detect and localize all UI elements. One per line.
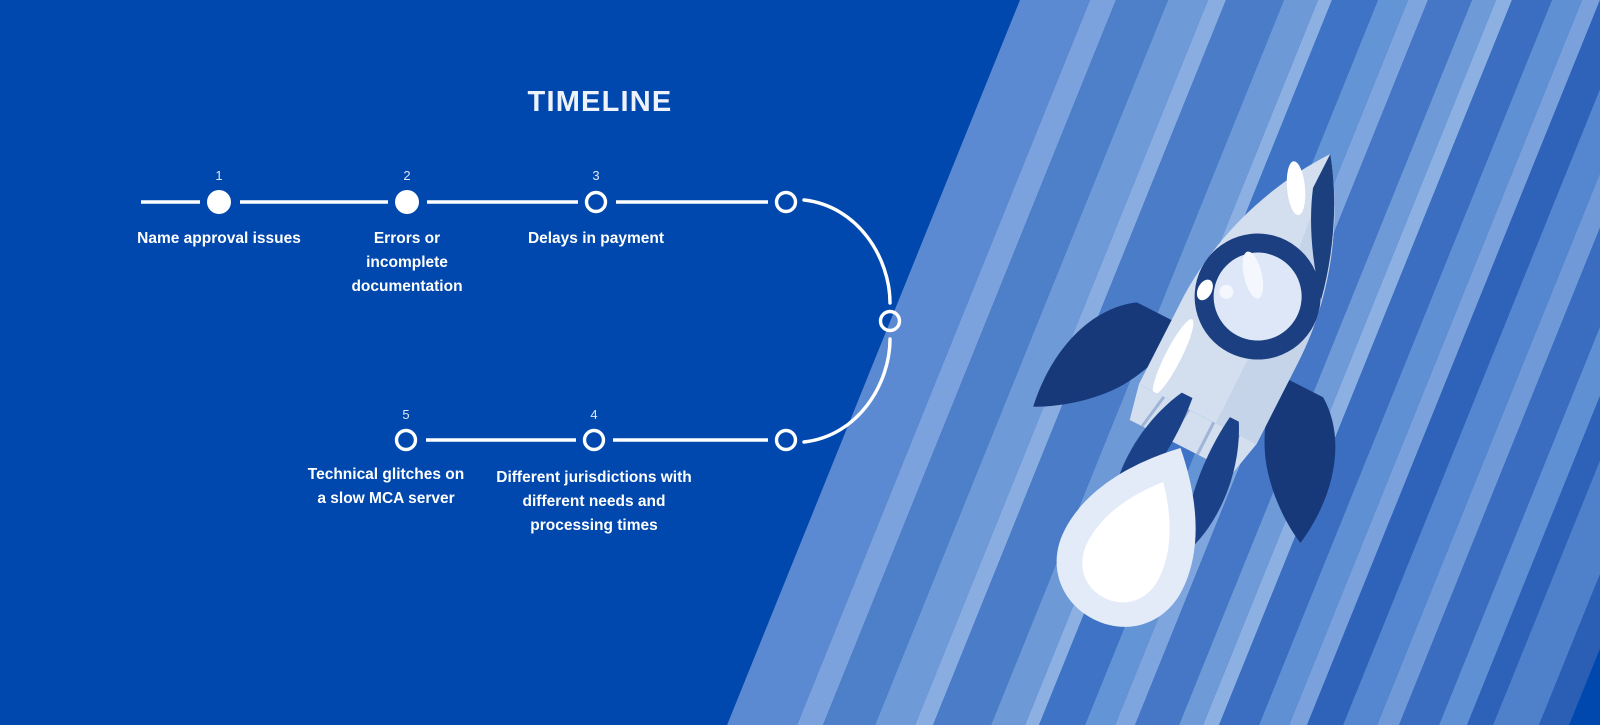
- timeline-node-number-1: 1: [215, 168, 223, 183]
- timeline-curve-top: [802, 198, 892, 305]
- timeline-node-number-4: 4: [590, 407, 598, 422]
- timeline-label-5: Technical glitches on a slow MCA server: [307, 466, 465, 508]
- timeline-node-number-3: 3: [592, 168, 600, 183]
- timeline-node-number-5: 5: [402, 407, 410, 422]
- timeline-label-1: Name approval issues: [137, 230, 301, 247]
- timeline-node-2: [395, 190, 419, 214]
- timeline-node-connector-top: [774, 190, 798, 214]
- timeline-label-3: Delays in payment: [527, 230, 665, 247]
- page-title: TIMELINE: [527, 86, 673, 118]
- timeline-node-4: [582, 428, 606, 452]
- timeline-label-2: Errors or incomplete documentation: [351, 230, 463, 296]
- timeline-node-connector-bottom: [774, 428, 798, 452]
- timeline-node-connector-mid: [878, 309, 902, 333]
- timeline-curve-bottom: [802, 337, 892, 444]
- timeline-label-4: Different jurisdictions with different n…: [496, 469, 692, 535]
- timeline-node-3: [584, 190, 608, 214]
- timeline-node-number-2: 2: [403, 168, 411, 183]
- timeline-node-1: [207, 190, 231, 214]
- timeline-node-5: [394, 428, 418, 452]
